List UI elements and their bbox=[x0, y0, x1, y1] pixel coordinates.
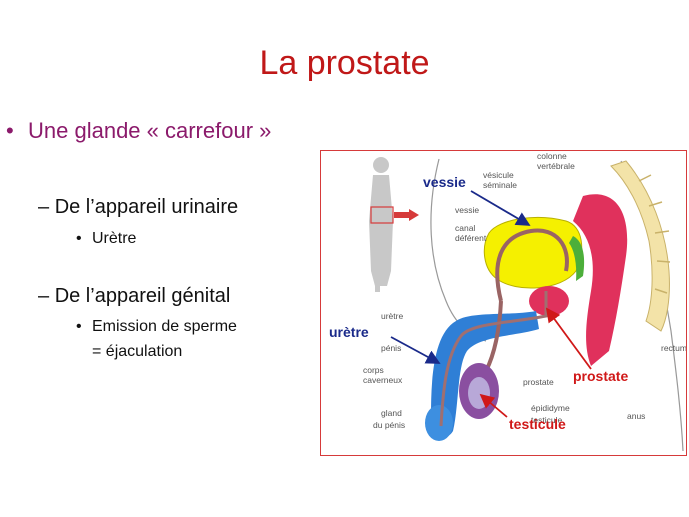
callout-testicule: testicule bbox=[509, 416, 566, 432]
item-ejaculation-text: = éjaculation bbox=[92, 343, 183, 360]
item-uretre: •Urètre bbox=[76, 230, 137, 247]
slide-title: La prostate bbox=[259, 44, 430, 82]
arrow-prostate bbox=[545, 307, 592, 370]
arrow-uretre bbox=[390, 336, 441, 364]
svg-text:épididyme: épididyme bbox=[531, 403, 570, 413]
item-emission-text: Emission de sperme bbox=[92, 318, 237, 335]
seminal-vesicle bbox=[569, 236, 585, 281]
callout-prostate: prostate bbox=[573, 368, 628, 384]
svg-text:anus: anus bbox=[627, 411, 645, 421]
vas-deferens bbox=[495, 228, 569, 302]
anatomy-illustration: colonne vertébrale vésicule séminale ves… bbox=[329, 151, 687, 452]
svg-text:prostate: prostate bbox=[523, 377, 554, 387]
svg-text:du pénis: du pénis bbox=[373, 420, 405, 430]
body-silhouette bbox=[369, 157, 393, 292]
svg-text:vertébrale: vertébrale bbox=[537, 161, 575, 171]
svg-text:urètre: urètre bbox=[381, 311, 403, 321]
bullet-dot: • bbox=[6, 118, 14, 143]
svg-text:testicule: testicule bbox=[531, 415, 562, 425]
item-uretre-text: Urètre bbox=[92, 230, 137, 247]
callout-uretre: urètre bbox=[329, 324, 369, 340]
testicle bbox=[468, 377, 490, 409]
svg-text:vessie: vessie bbox=[455, 205, 479, 215]
rectum bbox=[573, 194, 628, 366]
anatomy-figure: colonne vertébrale vésicule séminale ves… bbox=[320, 150, 687, 456]
callout-vessie: vessie bbox=[423, 174, 466, 190]
svg-text:séminale: séminale bbox=[483, 180, 517, 190]
svg-text:colonne: colonne bbox=[537, 151, 567, 161]
sub-bullet-genital: – De l’appareil génital bbox=[38, 285, 231, 307]
arrow-testicule bbox=[479, 393, 508, 418]
svg-text:caverneux: caverneux bbox=[363, 375, 403, 385]
sub-bullet-urinaire: – De l’appareil urinaire bbox=[38, 196, 239, 218]
bullet-main: • Une glande « carrefour » bbox=[6, 118, 271, 144]
urethra-channel bbox=[439, 291, 548, 427]
svg-text:gland: gland bbox=[381, 408, 402, 418]
svg-text:pénis: pénis bbox=[381, 343, 401, 353]
small-labels: colonne vertébrale vésicule séminale ves… bbox=[363, 151, 687, 430]
item-ejaculation: = éjaculation bbox=[92, 343, 182, 361]
sub-bullet-genital-text: De l’appareil génital bbox=[54, 285, 231, 307]
svg-text:corps: corps bbox=[363, 365, 384, 375]
bullet-main-text: Une glande « carrefour » bbox=[28, 118, 272, 143]
svg-text:rectum: rectum bbox=[661, 343, 686, 353]
svg-text:canal: canal bbox=[455, 223, 475, 233]
arrow-vessie bbox=[470, 190, 531, 226]
spine bbox=[610, 160, 671, 332]
zoom-box bbox=[370, 206, 394, 224]
glans bbox=[425, 405, 453, 441]
svg-text:déférent: déférent bbox=[455, 233, 487, 243]
item-emission: •Emission de sperme bbox=[76, 318, 237, 335]
sub-bullet-urinaire-text: De l’appareil urinaire bbox=[54, 196, 239, 218]
svg-text:vésicule: vésicule bbox=[483, 170, 514, 180]
